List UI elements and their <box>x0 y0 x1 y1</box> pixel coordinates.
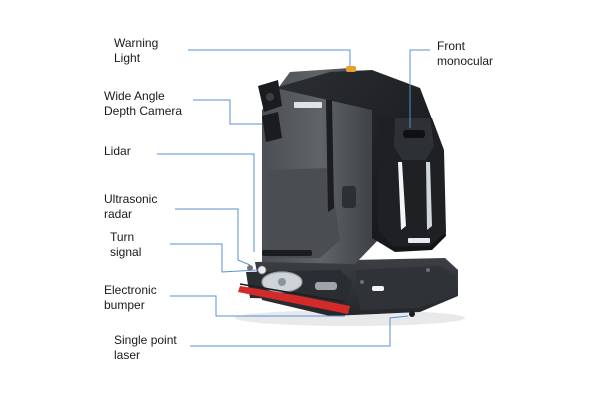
leader-warning-light <box>188 49 351 66</box>
leader-lines <box>157 49 430 347</box>
side-handle <box>326 100 334 212</box>
label-line: Depth Camera <box>104 104 183 118</box>
warning-light <box>346 66 356 72</box>
label-line: monocular <box>437 54 494 68</box>
label-lidar: Lidar <box>104 144 131 159</box>
label-electronic-bumper: Electronic bumper <box>104 283 157 313</box>
label-line: Lidar <box>104 144 131 158</box>
label-line: Single point <box>114 333 177 347</box>
leader-turn-signal <box>170 243 259 273</box>
ultrasonic-sensor <box>247 265 253 271</box>
label-line: Ultrasonic <box>104 192 158 206</box>
label-line: Turn <box>110 230 135 244</box>
leader-electronic-bumper <box>170 295 345 317</box>
leader-depth-camera <box>193 99 262 125</box>
lidar-slot <box>262 250 312 256</box>
leader-ultrasonic-radar <box>175 208 251 266</box>
leader-front-monocular <box>409 49 430 128</box>
side-wheel-left <box>315 282 337 290</box>
front-light-strip-right <box>426 162 432 230</box>
label-depth-camera: Wide Angle Depth Camera <box>104 89 182 119</box>
label-single-point-laser: Single point laser <box>114 333 177 363</box>
electronic-bumper <box>238 286 350 314</box>
bumper-rail <box>239 283 346 303</box>
label-line: Light <box>114 51 141 65</box>
base-front-panel <box>355 266 456 310</box>
depth-camera-lens <box>266 93 274 101</box>
label-line: bumper <box>104 298 145 312</box>
body-side-panel <box>268 168 340 258</box>
label-line: signal <box>110 245 142 259</box>
single-point-laser <box>409 311 415 317</box>
brush-hub <box>278 278 286 286</box>
brand-plate-front <box>408 238 430 243</box>
label-warning-light: Warning Light <box>114 36 158 66</box>
label-line: laser <box>114 348 141 362</box>
leader-single-point-laser <box>190 315 409 347</box>
body-side-vent <box>342 186 356 208</box>
label-line: Front <box>437 39 466 53</box>
turn-signal-light <box>257 265 267 275</box>
front-monocular-housing <box>394 118 434 160</box>
base-sensor-window <box>372 286 384 291</box>
label-turn-signal: Turn signal <box>110 230 141 260</box>
label-line: radar <box>104 207 133 221</box>
label-front-monocular: Front monocular <box>437 39 493 69</box>
base-screw-right <box>426 268 430 272</box>
label-line: Wide Angle <box>104 89 165 103</box>
label-ultrasonic-radar: Ultrasonic radar <box>104 192 157 222</box>
brand-plate-top <box>294 102 322 108</box>
side-sensor-pod <box>262 112 282 142</box>
leader-lidar <box>157 153 255 252</box>
ground-shadow <box>235 310 465 326</box>
label-line: Warning <box>114 36 159 50</box>
front-monocular-lens <box>403 130 425 138</box>
base-screw-left <box>360 280 364 284</box>
label-line: Electronic <box>104 283 157 297</box>
front-light-strip-left <box>398 162 406 230</box>
